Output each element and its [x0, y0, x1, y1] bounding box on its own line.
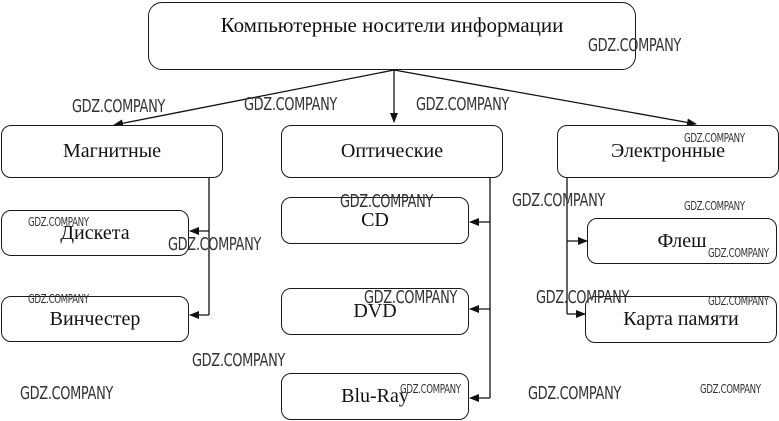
watermark: GDZ.COMPANY: [340, 191, 433, 212]
arrow-root-to-magnetic: [113, 69, 395, 128]
category-label: Магнитные: [62, 140, 162, 162]
arrow-root-to-electronic: [393, 69, 697, 127]
watermark: GDZ.COMPANY: [588, 35, 681, 56]
item-label: Карта памяти: [623, 308, 739, 330]
item-label: CD: [361, 209, 389, 231]
watermark: GDZ.COMPANY: [684, 131, 745, 145]
item-memory-card: Карта памяти: [585, 296, 777, 343]
item-label: Флеш: [657, 229, 707, 252]
watermark: GDZ.COMPANY: [28, 215, 89, 229]
category-label: Электронные: [611, 140, 725, 162]
root-label: Компьютерные носители информации: [220, 13, 564, 37]
category-optical: Оптические: [281, 125, 503, 178]
watermark: GDZ.COMPANY: [20, 383, 113, 404]
watermark: GDZ.COMPANY: [528, 383, 621, 404]
category-magnetic: Магнитные: [1, 125, 223, 178]
item-diskette: Дискета: [1, 210, 189, 256]
item-label: DVD: [353, 300, 397, 322]
watermark: GDZ.COMPANY: [708, 246, 769, 260]
item-label: Дискета: [60, 221, 130, 244]
watermark: GDZ.COMPANY: [72, 96, 165, 117]
watermark: GDZ.COMPANY: [168, 234, 261, 255]
item-hdd: Винчестер: [1, 296, 189, 342]
root-node: Компьютерные носители информации: [148, 2, 636, 70]
watermark: GDZ.COMPANY: [244, 94, 337, 115]
item-label: Винчестер: [49, 307, 141, 330]
watermark: GDZ.COMPANY: [700, 382, 761, 396]
item-label: Blu-Ray: [341, 385, 409, 407]
item-cd: CD: [281, 197, 469, 244]
watermark: GDZ.COMPANY: [416, 94, 509, 115]
watermark: GDZ.COMPANY: [536, 287, 629, 308]
watermark: GDZ.COMPANY: [684, 199, 745, 213]
item-dvd: DVD: [281, 288, 469, 335]
item-bluray: Blu-Ray: [281, 373, 469, 420]
item-flash: Флеш: [587, 218, 777, 264]
watermark: GDZ.COMPANY: [708, 294, 769, 308]
watermark: GDZ.COMPANY: [28, 292, 89, 306]
category-electronic: Электронные: [557, 125, 779, 178]
watermark: GDZ.COMPANY: [400, 382, 461, 396]
watermark: GDZ.COMPANY: [192, 350, 285, 371]
watermark: GDZ.COMPANY: [364, 287, 457, 308]
watermark: GDZ.COMPANY: [512, 190, 605, 211]
category-label: Оптические: [340, 140, 444, 162]
